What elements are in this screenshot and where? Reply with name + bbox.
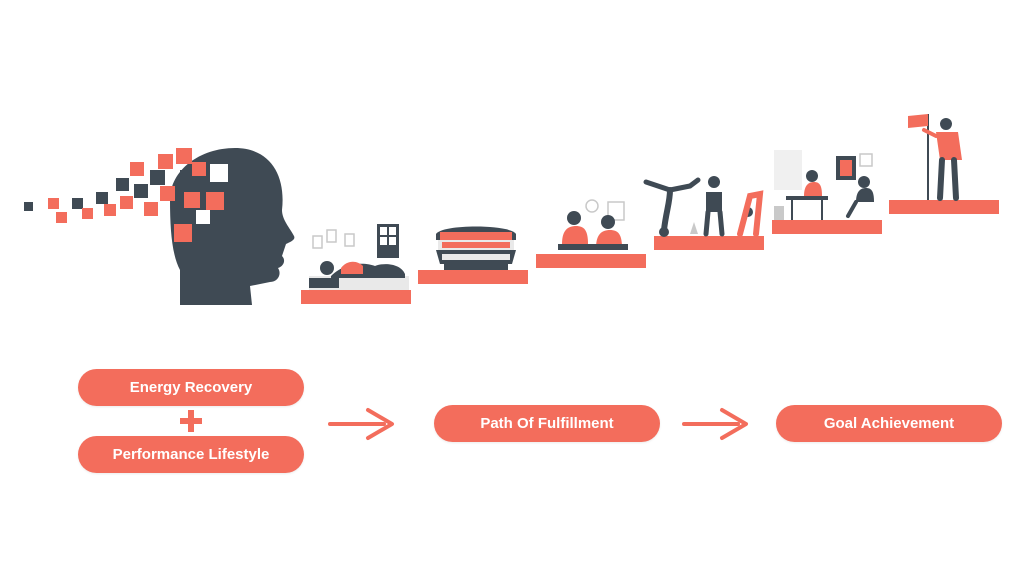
goal-achievement-pill: Goal Achievement	[776, 405, 1002, 442]
sleeping-person-scene	[309, 224, 409, 290]
arrow-right-icon	[328, 408, 394, 440]
stair-step-3	[536, 254, 646, 268]
people-eating-scene	[558, 199, 628, 250]
stair-step-2	[418, 270, 528, 284]
flag-goal-scene	[908, 114, 962, 201]
performance-lifestyle-label: Performance Lifestyle	[112, 446, 270, 463]
energy-recovery-label: Energy Recovery	[129, 379, 253, 396]
goal-achievement-label: Goal Achievement	[823, 415, 955, 432]
energy-recovery-pill: Energy Recovery	[78, 369, 304, 406]
performance-lifestyle-pill: Performance Lifestyle	[78, 436, 304, 473]
arrow-right-icon	[682, 408, 748, 440]
stair-step-5	[772, 220, 882, 234]
stair-step-6	[889, 200, 999, 214]
path-of-fulfillment-pill: Path Of Fulfillment	[434, 405, 660, 442]
stair-step-4	[654, 236, 764, 250]
pixel-head-icon	[24, 148, 295, 305]
office-work-scene	[774, 150, 874, 220]
tanning-bed-scene	[436, 226, 516, 270]
plus-icon	[180, 410, 202, 432]
path-of-fulfillment-label: Path Of Fulfillment	[480, 415, 614, 432]
yoga-exercise-scene	[643, 176, 764, 237]
stair-step-1	[301, 290, 411, 304]
